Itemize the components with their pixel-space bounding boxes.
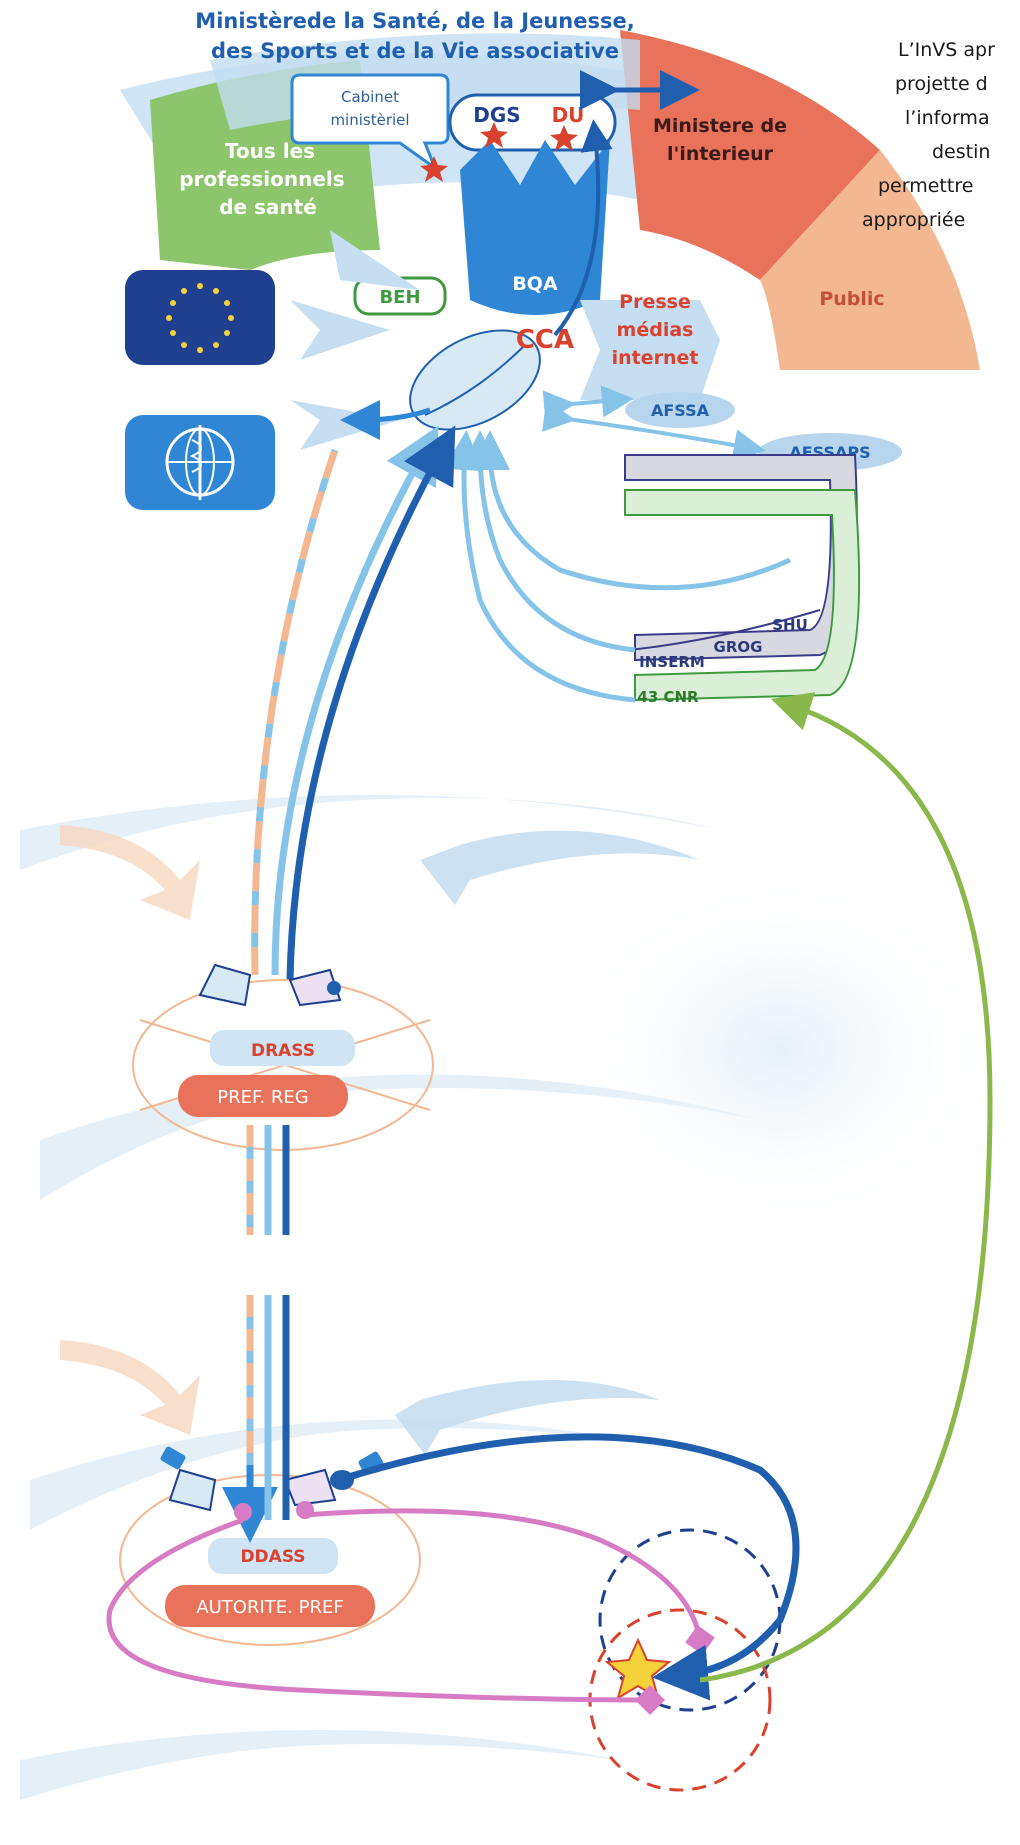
cca-label: CCA: [516, 325, 574, 355]
cabinet-label-line2: ministèriel: [330, 111, 409, 129]
grog-label: GROG: [714, 638, 763, 656]
inserm-label: INSERM: [639, 653, 705, 671]
afssa-node: AFSSA: [625, 392, 735, 428]
du-label: DU: [552, 103, 585, 127]
dgs-du-box: DGS DU: [450, 95, 615, 150]
afssa-label: AFSSA: [651, 401, 710, 420]
cabinet-label-line1: Cabinet: [341, 88, 399, 106]
drass-label: DRASS: [251, 1041, 315, 1061]
channel-top-to-drass: [255, 450, 442, 980]
dgs-label: DGS: [473, 103, 520, 127]
autorite-pref-label: AUTORITE. PREF: [196, 1597, 343, 1618]
ddass-label: DDASS: [240, 1547, 305, 1567]
ministry-title-line1: Ministèrede la Santé, de la Jeunesse,: [195, 9, 634, 33]
interieur-label-line1: Ministere de: [653, 115, 787, 137]
presse-group: Presse médias internet: [580, 291, 720, 400]
eu-flag-icon: [125, 270, 275, 365]
background-swooshes: [20, 795, 1000, 1800]
sante-label-line3: de santé: [219, 195, 317, 219]
sante-label-line1: Tous les: [225, 139, 315, 163]
pref-reg-label: PREF. REG: [217, 1087, 308, 1108]
side-text-line4: destin: [932, 141, 990, 163]
bqa-label: BQA: [512, 273, 558, 295]
presse-label-line2: médias: [617, 319, 694, 341]
afssa-arrow: [560, 400, 618, 405]
side-text-line3: l’informa: [905, 107, 990, 129]
presse-label-line1: Presse: [619, 291, 691, 313]
research-to-core-arrows: [464, 450, 790, 700]
interieur-label-line2: l'interieur: [667, 143, 774, 165]
ddass-to-site-arrow: [345, 1437, 796, 1675]
ddass-block: DDASS AUTORITE. PREF: [120, 1446, 420, 1645]
ministry-title-line2: des Sports et de la Vie associative: [211, 39, 619, 63]
presse-label-line3: internet: [612, 347, 699, 369]
invs-core: CCA: [393, 310, 574, 450]
who-emblem-icon: [125, 415, 275, 510]
side-text-line5: permettre: [878, 175, 973, 197]
beh-label: BEH: [379, 287, 420, 308]
side-text-line1: L’InVS apr: [898, 39, 995, 61]
public-label: Public: [819, 288, 884, 310]
alert-star-icon: [607, 1640, 669, 1698]
channel-drass-to-ddass: [250, 1125, 286, 1465]
side-text-line2: projette d: [895, 73, 988, 95]
research-network: INSERM GROG SHU 43 CNR: [625, 455, 859, 706]
shu-label: SHU: [772, 616, 808, 634]
cnr-label: 43 CNR: [637, 688, 699, 706]
sante-label-line2: professionnels: [179, 167, 344, 191]
side-text-line6: appropriée: [862, 209, 965, 231]
